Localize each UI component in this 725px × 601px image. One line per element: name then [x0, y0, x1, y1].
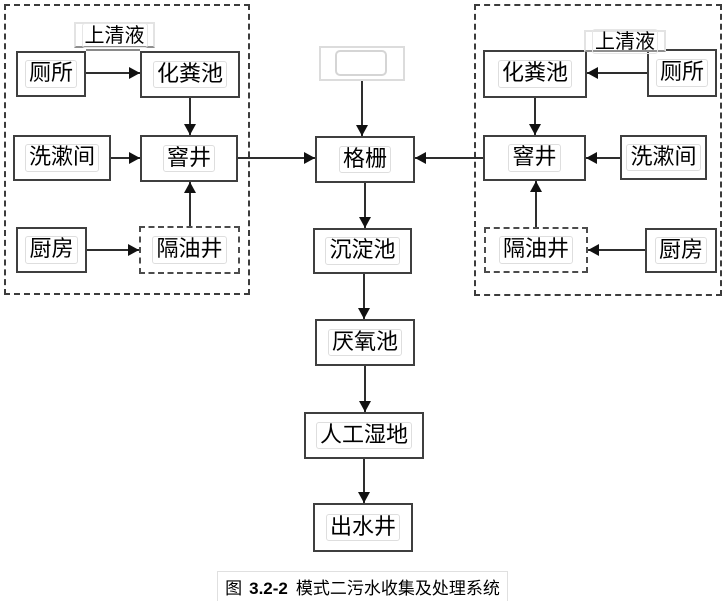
node-anaerobic-tank-label: 厌氧池	[327, 328, 402, 357]
figure-caption-prefix: 图	[225, 579, 243, 599]
node-manhole-left-label: 窨井	[162, 144, 215, 173]
node-grease-trap-left-label: 隔油井	[152, 236, 227, 264]
node-kitchen-left-label: 厨房	[25, 236, 78, 264]
supernatant-label-left-text: 上清液	[81, 22, 148, 48]
node-toilet-right-label: 厕所	[655, 59, 708, 87]
figure-caption-box: 图 3.2-2 模式二污水收集及处理系统	[217, 571, 508, 601]
node-washroom-left: 洗漱间	[13, 135, 111, 181]
figure-caption-number: 3.2-2	[249, 579, 288, 598]
supernatant-label-right-text: 上清液	[592, 28, 658, 54]
node-manhole-right: 窨井	[483, 135, 586, 181]
node-outlet-well-label: 出水井	[325, 513, 400, 542]
node-grease-trap-right-label: 隔油井	[498, 236, 573, 264]
node-manhole-left: 窨井	[140, 135, 238, 182]
node-constructed-wetland-label: 人工湿地	[315, 421, 412, 450]
node-bar-screen: 格栅	[315, 136, 415, 183]
node-washroom-right-label: 洗漱间	[626, 143, 701, 172]
node-washroom-left-label: 洗漱间	[24, 144, 99, 172]
node-sedimentation-tank: 沉淀池	[313, 228, 412, 274]
figure-caption: 图 3.2-2 模式二污水收集及处理系统	[0, 571, 725, 601]
node-grease-trap-right: 隔油井	[484, 227, 588, 273]
node-manhole-right-label: 窨井	[508, 144, 561, 172]
node-kitchen-left: 厨房	[16, 227, 87, 273]
node-septic-tank-left: 化粪池	[140, 51, 240, 98]
node-septic-tank-right-label: 化粪池	[497, 60, 572, 88]
node-toilet-right: 厕所	[647, 49, 717, 97]
node-anaerobic-tank: 厌氧池	[315, 319, 415, 366]
node-septic-tank-right: 化粪池	[483, 50, 587, 98]
node-kitchen-right-label: 厨房	[654, 236, 707, 265]
node-septic-tank-left-label: 化粪池	[152, 60, 227, 89]
node-constructed-wetland: 人工湿地	[304, 412, 424, 459]
node-toilet-left: 厕所	[16, 51, 86, 97]
collection-panel-left	[4, 4, 250, 295]
node-kitchen-right: 厨房	[645, 228, 717, 273]
supernatant-label-right: 上清液	[584, 28, 666, 54]
figure-caption-title: 模式二污水收集及处理系统	[295, 579, 500, 599]
node-toilet-left-label: 厕所	[24, 60, 77, 88]
node-outlet-well: 出水井	[313, 503, 413, 552]
node-washroom-right: 洗漱间	[620, 135, 707, 180]
node-grease-trap-left: 隔油井	[139, 226, 240, 274]
supernatant-label-left: 上清液	[74, 22, 155, 48]
collection-panel-right	[474, 4, 722, 296]
empty-placeholder-inner	[335, 50, 387, 76]
node-sedimentation-tank-label: 沉淀池	[325, 237, 400, 265]
node-bar-screen-label: 格栅	[338, 145, 391, 174]
empty-placeholder-box	[319, 46, 405, 81]
